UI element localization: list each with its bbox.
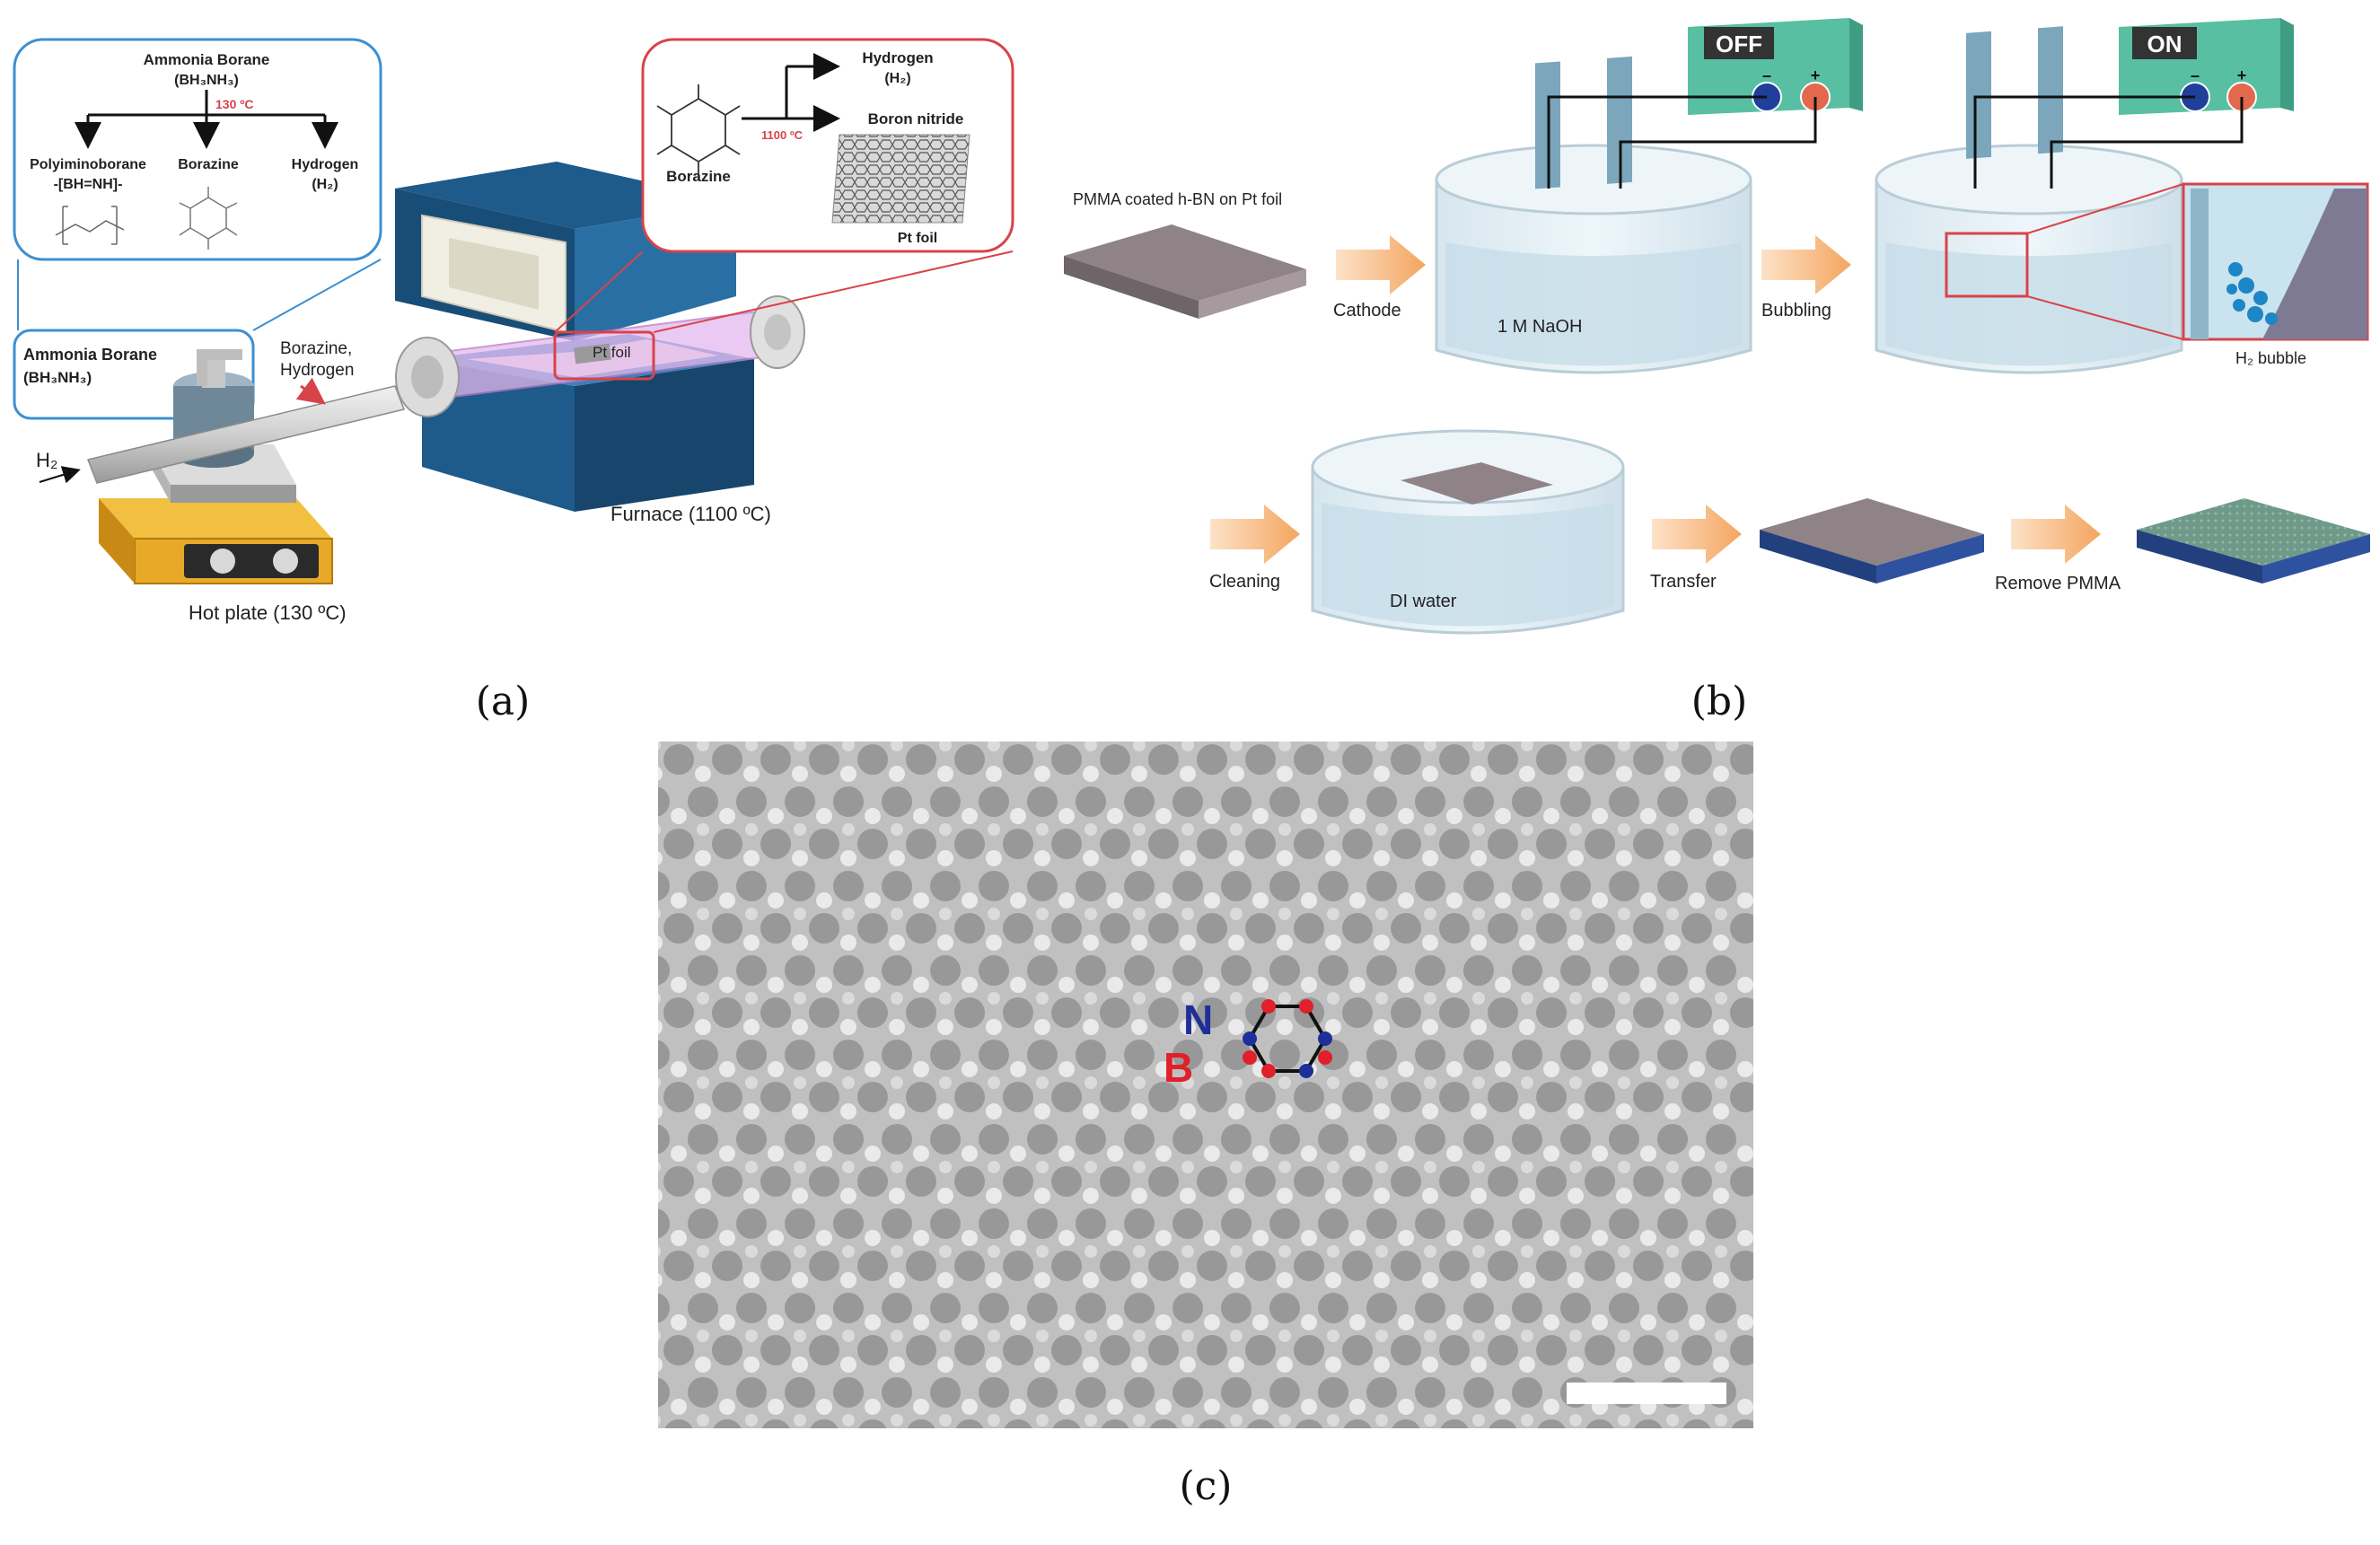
polyiminoborane-structure-icon bbox=[55, 206, 125, 245]
stage1-formula: (BH₃NH₃) bbox=[174, 73, 239, 88]
transferred-sample bbox=[1760, 498, 1984, 584]
h2-bubbles-icon bbox=[2226, 262, 2278, 325]
power-on-minus: – bbox=[2191, 66, 2200, 84]
water-label: DI water bbox=[1390, 592, 1457, 611]
atom-b-label: B bbox=[1164, 1044, 1193, 1091]
source-formula: (BH₃NH₃) bbox=[23, 369, 92, 386]
hrtem-image bbox=[658, 742, 1753, 1428]
panel-c: N B (c) bbox=[658, 742, 1753, 1509]
furnace-label: Furnace (1100 ºC) bbox=[610, 503, 771, 525]
stage2-product1: Hydrogen bbox=[862, 49, 933, 66]
hotplate-label: Hot plate (130 ºC) bbox=[189, 601, 347, 624]
beaker-di-water: DI water bbox=[1311, 429, 1625, 635]
stage1-temp: 130 ºC bbox=[215, 97, 253, 111]
step-cleaning: Cleaning bbox=[1209, 572, 1280, 592]
quartz-tube bbox=[395, 295, 805, 417]
beaker-bubbling bbox=[1875, 26, 2183, 374]
product-hydrogen: Hydrogen bbox=[292, 157, 359, 172]
pmma-sample: PMMA coated h-BN on Pt foil bbox=[1064, 190, 1306, 319]
atom-n-label: N bbox=[1183, 996, 1213, 1043]
scale-bar bbox=[1567, 1383, 1726, 1404]
arrow-cathode bbox=[1336, 235, 1426, 294]
stage2-box: Borazine 1100 ºC Hydrogen (H₂) Boron nit… bbox=[641, 38, 1014, 253]
hexagon-overlay: N B bbox=[1164, 996, 1332, 1091]
arrow-bubbling bbox=[1761, 235, 1851, 294]
stage2-temp: 1100 ºC bbox=[761, 128, 804, 142]
sample-label: PMMA coated h-BN on Pt foil bbox=[1073, 190, 1282, 208]
arrow-transfer bbox=[1652, 505, 1742, 564]
power-off-minus: – bbox=[1762, 66, 1771, 84]
power-supply-off: OFF – + bbox=[1547, 18, 1863, 189]
power-supply-on: ON – + bbox=[1973, 18, 2294, 189]
panel-a: Ammonia Borane (BH₃NH₃) 130 ºC Polyimino… bbox=[13, 38, 1014, 724]
product-polyiminoborane: Polyiminoborane bbox=[30, 157, 146, 172]
step-bubbling: Bubbling bbox=[1761, 301, 1831, 320]
step-transfer: Transfer bbox=[1650, 572, 1717, 592]
product-borazine: Borazine bbox=[178, 157, 239, 172]
power-off-plus: + bbox=[1811, 66, 1821, 84]
bubble-inset: H₂ bubble bbox=[2182, 182, 2369, 367]
power-on-label: ON bbox=[2147, 31, 2182, 57]
stage2-substrate: Pt foil bbox=[898, 231, 937, 246]
gas-flow-label-2: Hydrogen bbox=[280, 361, 354, 380]
beaker-naoh: 1 M NaOH bbox=[1435, 56, 1752, 374]
step-remove-pmma: Remove PMMA bbox=[1995, 574, 2121, 593]
gas-tube bbox=[86, 349, 406, 484]
arrow-remove-pmma bbox=[2011, 505, 2101, 564]
product-hydrogen-formula: (H₂) bbox=[312, 177, 338, 192]
borazine-small-structure-icon bbox=[179, 187, 238, 250]
panel-b: PMMA coated h-BN on Pt foil Cathode 1 M … bbox=[1064, 18, 2370, 724]
stage2-product2: Boron nitride bbox=[868, 110, 964, 127]
caption-c: (c) bbox=[1180, 1463, 1233, 1509]
stage2-product1-formula: (H₂) bbox=[884, 71, 910, 86]
solution-label: 1 M NaOH bbox=[1497, 317, 1582, 337]
power-off-label: OFF bbox=[1716, 31, 1762, 57]
power-on-plus: + bbox=[2237, 66, 2247, 84]
stage2-reactant: Borazine bbox=[666, 168, 731, 185]
caption-a: (a) bbox=[476, 679, 531, 724]
stage1-box: Ammonia Borane (BH₃NH₃) 130 ºC Polyimino… bbox=[13, 38, 382, 261]
step-cathode: Cathode bbox=[1333, 301, 1401, 320]
borazine-large-structure-icon bbox=[656, 84, 741, 176]
hot-plate: Hot plate (130 ºC) bbox=[99, 359, 347, 624]
final-hbn-sample bbox=[2137, 498, 2370, 584]
foil-label: Pt foil bbox=[593, 344, 631, 361]
gas-flow-label: Borazine, bbox=[280, 339, 352, 358]
carrier-gas-label: H₂ bbox=[36, 449, 57, 471]
source-label: Ammonia Borane bbox=[23, 346, 157, 364]
product-polyiminoborane-formula: -[BH=NH]- bbox=[54, 177, 123, 192]
bubble-label: H₂ bubble bbox=[2235, 349, 2306, 367]
caption-b: (b) bbox=[1691, 679, 1748, 724]
arrow-cleaning bbox=[1210, 505, 1300, 564]
stage1-title: Ammonia Borane bbox=[144, 51, 270, 68]
